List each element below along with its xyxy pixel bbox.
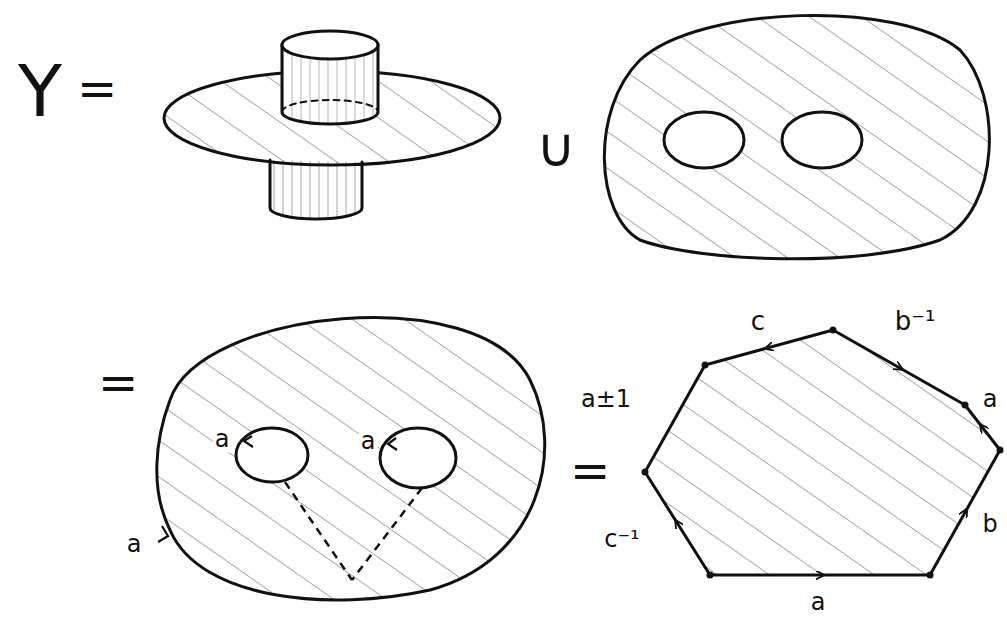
equals-sign: =	[96, 357, 140, 407]
edge-label: b⁻¹	[893, 308, 938, 335]
edge-label: a	[981, 387, 1000, 412]
lower-cylinder	[270, 160, 362, 219]
symbol-label: Y	[16, 54, 64, 130]
edge-label: a	[125, 532, 144, 557]
equals-sign: =	[75, 63, 119, 113]
cut-surface	[157, 318, 545, 600]
edge-label: a	[213, 427, 232, 452]
edge-label: a±1	[579, 387, 633, 412]
edge-label: c⁻¹	[602, 527, 641, 552]
equals-sign: =	[568, 445, 612, 495]
disk-with-cylinder	[164, 31, 500, 219]
edge-label: a	[809, 590, 828, 615]
edge-label: a	[359, 429, 378, 454]
edge-label: c	[749, 308, 767, 335]
two-holed-disk	[604, 15, 989, 258]
edge-label: b	[980, 512, 999, 537]
cylinder-top	[282, 31, 378, 59]
union-sign: ∪	[534, 120, 578, 177]
polygon	[642, 327, 1004, 579]
